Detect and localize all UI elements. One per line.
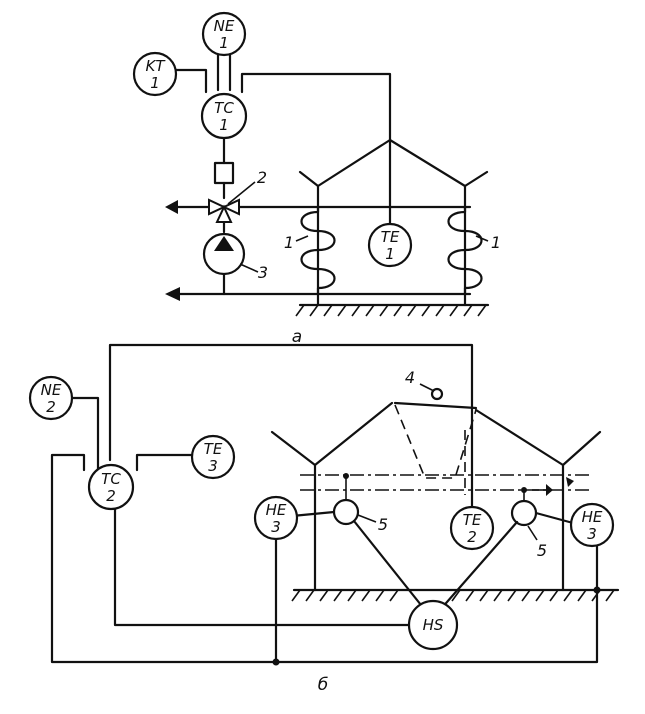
instrument-te2: TE 2 (449, 505, 495, 551)
leader-line-light-right (527, 525, 538, 541)
instrument-te3: TE 3 (190, 434, 236, 480)
actuator-box (213, 161, 235, 185)
ground-hatch-b (291, 588, 620, 602)
callout-coil-left: 1 (284, 233, 294, 252)
instrument-tc1: TC 1 (200, 92, 248, 140)
junction-dot-right (593, 586, 601, 594)
greenhouse-b (270, 401, 602, 592)
heating-coil-left (300, 205, 336, 296)
te1-letters: TE (381, 228, 400, 246)
he3-right-letters: HE (582, 508, 603, 526)
te1-number: 1 (385, 245, 395, 263)
instrument-ne2: NE 2 (28, 375, 74, 421)
tc2-letters: TC (101, 470, 121, 488)
signal-lines-b (50, 343, 599, 664)
callout-pump: 3 (258, 263, 268, 282)
tc1-letters: TC (214, 99, 234, 117)
three-way-valve-icon (208, 198, 240, 223)
instrument-kt1: KT 1 (132, 51, 178, 97)
heating-coil-right (447, 205, 483, 296)
light-fixture-right (510, 477, 574, 527)
he3-left-letters: HE (266, 501, 287, 519)
leader-line-pump (239, 263, 259, 273)
instrument-tc2: TC 2 (87, 463, 135, 511)
instrument-te1: TE 1 (367, 222, 413, 268)
callout-light-right: 5 (537, 541, 547, 560)
he3-right-number: 3 (587, 525, 597, 543)
instrument-he3-right: HE 3 (569, 502, 615, 548)
te3-number: 3 (208, 457, 218, 475)
greenhouse-roof-a (298, 138, 489, 188)
callout-light-left: 5 (378, 515, 388, 534)
tc1-number: 1 (219, 116, 229, 134)
callout-valve: 2 (257, 168, 267, 187)
te3-letters: TE (204, 440, 223, 458)
instrument-hs: HS (407, 599, 459, 651)
ne1-letters: NE (214, 17, 235, 35)
instrument-ne1: NE 1 (201, 11, 247, 57)
pump-icon (202, 232, 246, 276)
lighting-wires (290, 510, 575, 612)
ne2-letters: NE (41, 381, 62, 399)
te2-letters: TE (463, 511, 482, 529)
ne1-number: 1 (219, 34, 229, 52)
leader-line-light-left (357, 514, 377, 523)
tc2-number: 2 (106, 487, 116, 505)
leader-line-coil-right (475, 235, 489, 242)
kt1-letters: KT (146, 57, 167, 75)
hs-letters: HS (423, 616, 444, 634)
schematic-a: NE 1 KT 1 TC 1 TE 1 2 3 1 1 a (132, 11, 501, 347)
supply-arrow-icon (165, 200, 178, 214)
caption-b: б (318, 675, 328, 695)
caption-a: a (292, 327, 302, 347)
kt1-number: 1 (150, 74, 160, 92)
junction-dot-left (272, 658, 280, 666)
ne2-number: 2 (46, 398, 56, 416)
light-fixture-left (332, 473, 360, 526)
callout-damper: 4 (405, 368, 415, 387)
te2-number: 2 (467, 528, 477, 546)
signal-lines-a (174, 48, 392, 200)
schematic-b: NE 2 TC 2 TE 3 HE 3 TE 2 HE 3 (28, 343, 620, 695)
callout-coil-right: 1 (491, 233, 501, 252)
instrument-he3-left: HE 3 (253, 495, 299, 541)
he3-left-number: 3 (271, 518, 281, 536)
ground-hatch-a (295, 303, 490, 317)
leader-line-coil-left (295, 235, 309, 242)
leader-line-valve (227, 181, 256, 205)
roof-vent-damper (393, 383, 478, 495)
return-arrow-icon (165, 287, 180, 301)
